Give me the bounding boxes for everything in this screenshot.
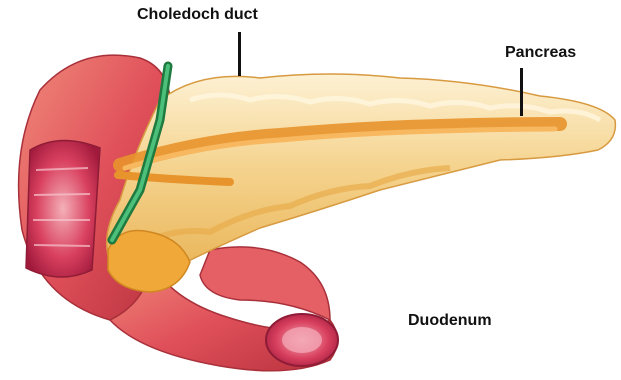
pancreas-label: Pancreas <box>505 44 576 62</box>
duodenum-label: Duodenum <box>408 312 492 330</box>
pancreas-leader-line <box>520 68 523 116</box>
choledoch-duct-label: Choledoch duct <box>137 6 258 24</box>
choledoch-duct-leader-line <box>238 32 241 76</box>
